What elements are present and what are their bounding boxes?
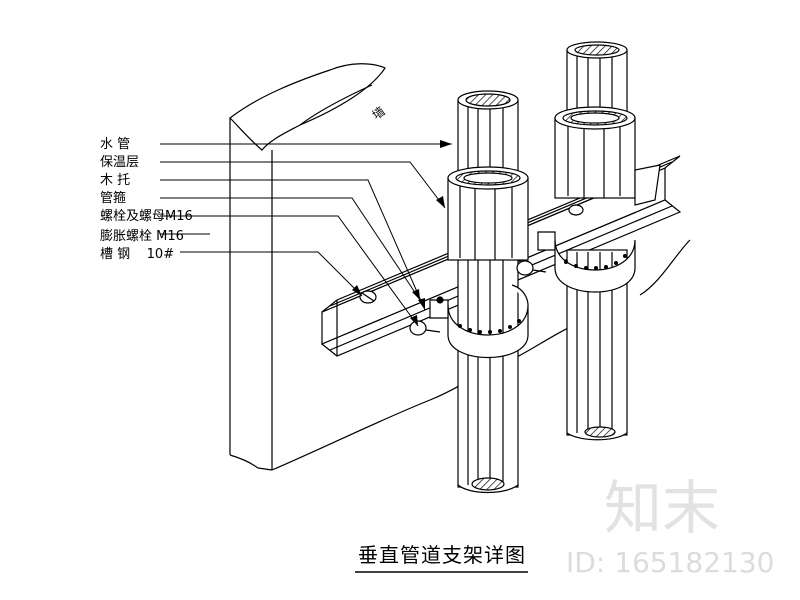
label-bolt-nut: 螺栓及螺母M16 [100, 209, 193, 224]
callout-labels: 水 管 保温层 木 托 管箍 螺栓及螺母M16 膨胀螺栓 M16 槽 钢 10# [100, 137, 193, 262]
wall-edge-upper [299, 84, 373, 126]
wood-support-band [634, 164, 661, 206]
expansion-bolt-left [359, 290, 377, 304]
label-channel-steel: 槽 钢 10# [100, 247, 174, 262]
watermark-id: ID: 165182130 [566, 546, 774, 579]
wall-label: 墙 [370, 104, 388, 122]
label-pipe-clamp: 管箍 [100, 190, 126, 206]
label-wood-support: 木 托 [100, 173, 130, 188]
pipe-clamp-left [409, 284, 529, 359]
expansion-bolt-right [568, 204, 584, 216]
label-water-pipe: 水 管 [100, 137, 130, 152]
label-expansion-bolt: 膨胀螺栓 M16 [100, 229, 184, 244]
pipe-left [447, 90, 529, 494]
wall [229, 63, 691, 471]
pipe-clamp-right [516, 231, 636, 293]
leader-arrowheads [352, 140, 452, 326]
label-insulation: 保温层 [100, 155, 139, 170]
watermark-brand: 知末 [604, 474, 720, 542]
drawing-title: 垂直管道支架详图 [358, 543, 526, 567]
leader-lines [160, 143, 452, 327]
